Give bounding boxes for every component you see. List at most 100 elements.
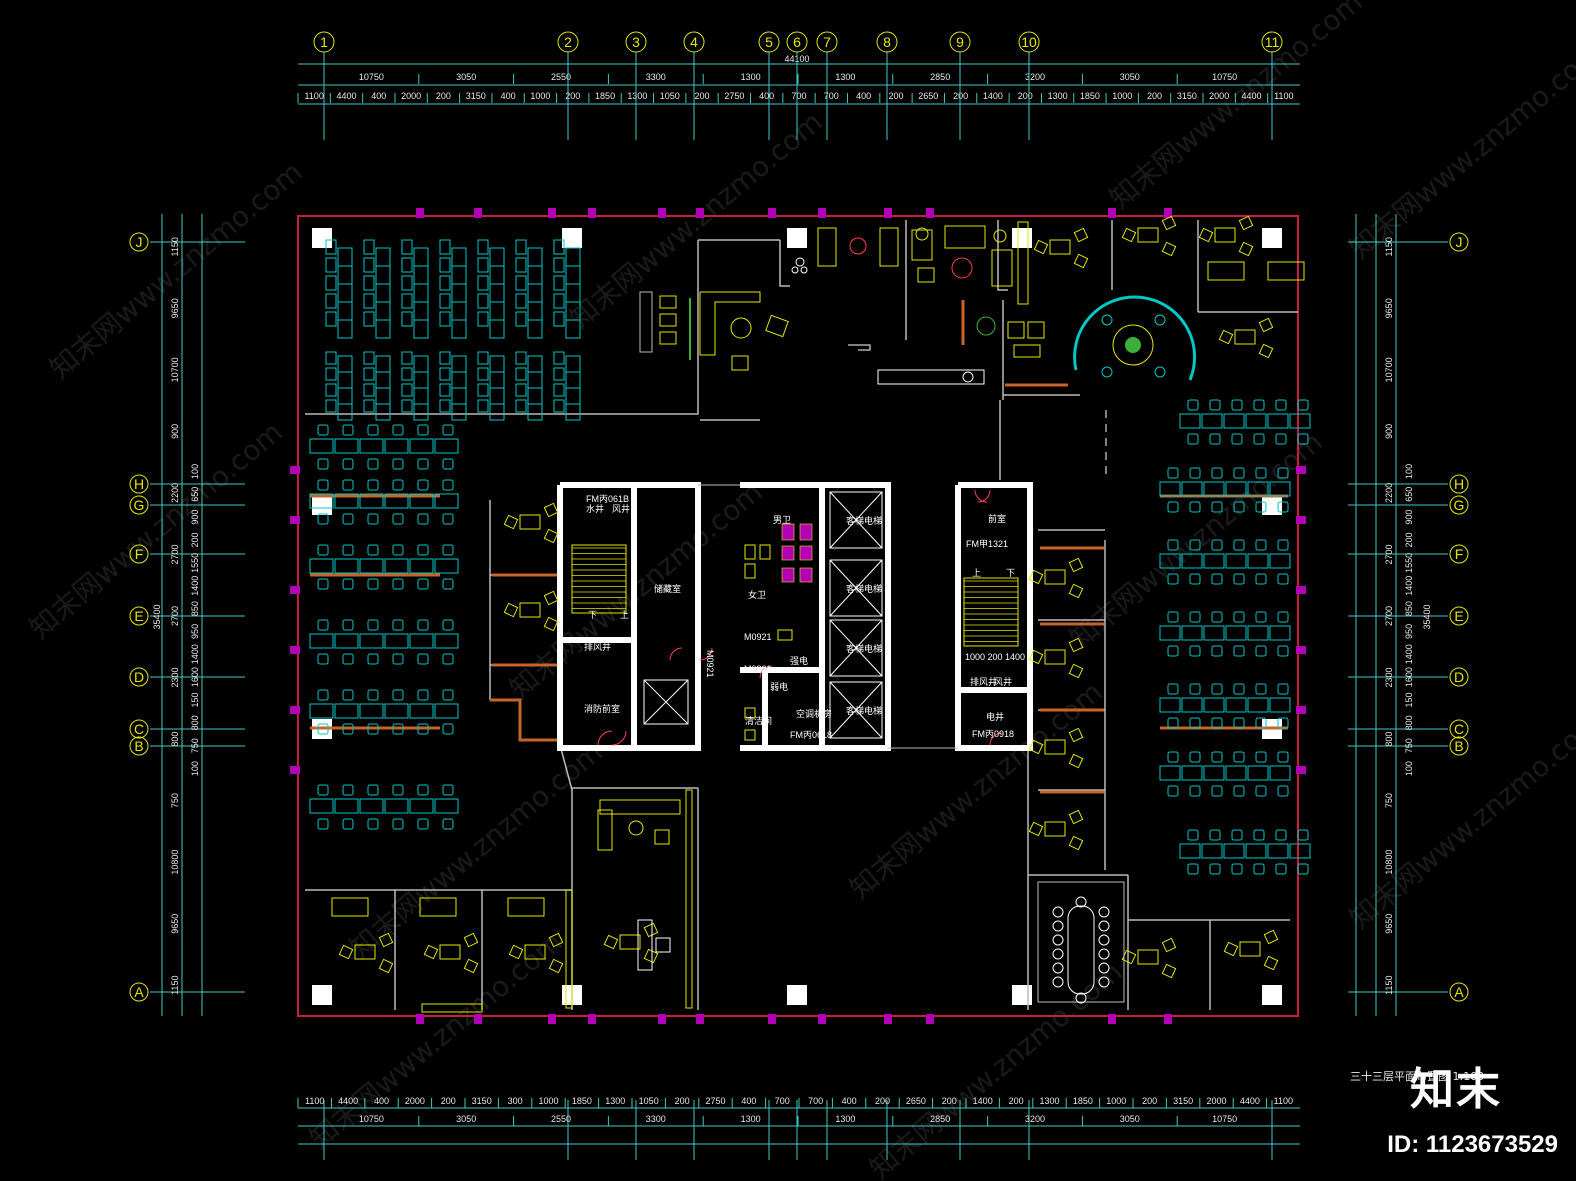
workstation-desk <box>384 438 409 454</box>
row-axis-bubble-right <box>1449 667 1469 687</box>
workstation-chair <box>1255 683 1267 695</box>
right-fine-dimension: 1400 <box>1404 644 1414 664</box>
facade-pad-bottom <box>416 1014 424 1024</box>
private-office-chair <box>1263 955 1279 971</box>
workstation-chair <box>392 578 404 590</box>
workstation-chair <box>1187 399 1199 411</box>
door-tag-m0921: M0921 <box>744 632 772 642</box>
top-fine-dimension: 1400 <box>983 91 1003 101</box>
workstation-desk <box>1245 413 1267 429</box>
right-fine-dimension: 900 <box>1404 510 1414 525</box>
workstation-chair <box>367 424 379 436</box>
workstation-chair <box>553 275 565 291</box>
column-axis-bubble <box>758 31 780 53</box>
top-fine-dimension: 400 <box>501 91 516 101</box>
workstation-chair <box>417 424 429 436</box>
workstation-desk <box>413 319 429 339</box>
workstation-desk <box>451 387 467 405</box>
top-fine-dimension: 3150 <box>1177 91 1197 101</box>
left-fine-dimension: 100 <box>190 761 200 776</box>
workstation-desk <box>1159 481 1181 497</box>
bottom-fine-dimension: 1100 <box>305 1096 324 1106</box>
column-axis-bubble <box>1261 31 1283 53</box>
workstation-desk <box>1223 413 1245 429</box>
private-office-chair <box>548 932 564 948</box>
workstation-desk <box>489 403 505 421</box>
private-office-chair <box>1073 253 1089 269</box>
top-fine-dimension: 700 <box>824 91 839 101</box>
left-fine-dimension: 1400 <box>190 644 200 664</box>
workstation-desk <box>375 371 391 389</box>
right-major-dimension: 9650 <box>1384 298 1394 318</box>
left-fine-dimension: 850 <box>190 601 200 616</box>
top-fine-dimension: 200 <box>565 91 580 101</box>
structural-column <box>1262 495 1282 515</box>
row-axis-bubble-left <box>129 495 149 515</box>
workstation-chair <box>363 311 375 327</box>
facade-pad-top <box>1108 208 1116 218</box>
private-office-chair <box>503 514 519 530</box>
workstation-desk <box>413 265 429 285</box>
workstation-chair <box>1253 863 1265 875</box>
top-fine-dimension: 200 <box>1018 91 1033 101</box>
workstation-chair <box>363 293 375 309</box>
private-office-chair <box>1068 663 1084 679</box>
workstation-chair <box>1231 863 1243 875</box>
workstation-desk <box>489 355 505 373</box>
workstation-desk <box>413 355 429 373</box>
structural-column <box>1012 228 1032 248</box>
workstation-chair <box>367 689 379 701</box>
reception-area <box>639 225 1045 385</box>
private-office-chair <box>1033 239 1049 255</box>
building-core <box>557 482 1033 751</box>
workstation-chair <box>317 458 329 470</box>
right-fine-dimension: 1400 <box>1404 576 1414 596</box>
facade-pad-top <box>658 208 666 218</box>
structural-column <box>1012 985 1032 1005</box>
workstation-chair <box>1167 573 1179 585</box>
door-tag-m0921-vertical: M0921 <box>705 650 715 678</box>
workstation-chair <box>1211 501 1223 513</box>
right-fine-dimension: 650 <box>1404 487 1414 502</box>
workstation-chair <box>1209 433 1221 445</box>
stair-up-label-right: 上 <box>972 568 981 579</box>
right-fine-dimension: 100 <box>1404 464 1414 479</box>
workstation-desk <box>565 355 581 373</box>
left-major-dimension: 1150 <box>170 237 180 256</box>
workstation-chair <box>1277 467 1289 479</box>
workstation-desk <box>434 703 459 719</box>
private-office-chair <box>548 958 564 974</box>
workstation-chair <box>442 578 454 590</box>
workstation-chair <box>325 351 337 365</box>
conference-chair <box>1052 962 1064 974</box>
workstation-desk <box>1245 843 1267 859</box>
facade-pad-top <box>818 208 826 218</box>
workstation-chair <box>1211 683 1223 695</box>
bottom-fine-dimension: 2000 <box>1206 1096 1226 1106</box>
weak-current-label: 弱电 <box>770 681 788 693</box>
workstation-chair <box>1233 717 1245 729</box>
workstation-chair <box>1297 863 1309 875</box>
bottom-fine-dimension: 1850 <box>1073 1096 1093 1106</box>
workstation-desk <box>565 265 581 285</box>
row-axis-bubble-right <box>1449 544 1469 564</box>
watermark-text: 知末网www.znzmo.com <box>563 105 828 335</box>
workstation-chair <box>442 723 454 735</box>
stair-up-label-left: 上 <box>620 610 629 621</box>
workstation-desk <box>413 283 429 303</box>
sheet-title: 三十三层平面布置图 1:100 <box>0 0 134 3</box>
workstation-chair <box>342 784 354 796</box>
ac-room-label: 空调机房 <box>796 708 832 720</box>
conference-chair <box>1098 976 1110 988</box>
row-axis-bubble-left <box>129 719 149 739</box>
workstation-chair <box>1277 611 1289 623</box>
bottom-fine-dimension: 400 <box>741 1096 756 1106</box>
workstation-desk <box>1269 625 1291 641</box>
workstation-chair <box>1211 467 1223 479</box>
bottom-fine-dimension: 4400 <box>1240 1096 1260 1106</box>
workstation-chair <box>325 275 337 291</box>
workstation-desk <box>1181 625 1203 641</box>
top-fine-dimension: 1850 <box>595 91 615 101</box>
workstation-chair <box>1211 645 1223 657</box>
workstation-desk <box>489 387 505 405</box>
